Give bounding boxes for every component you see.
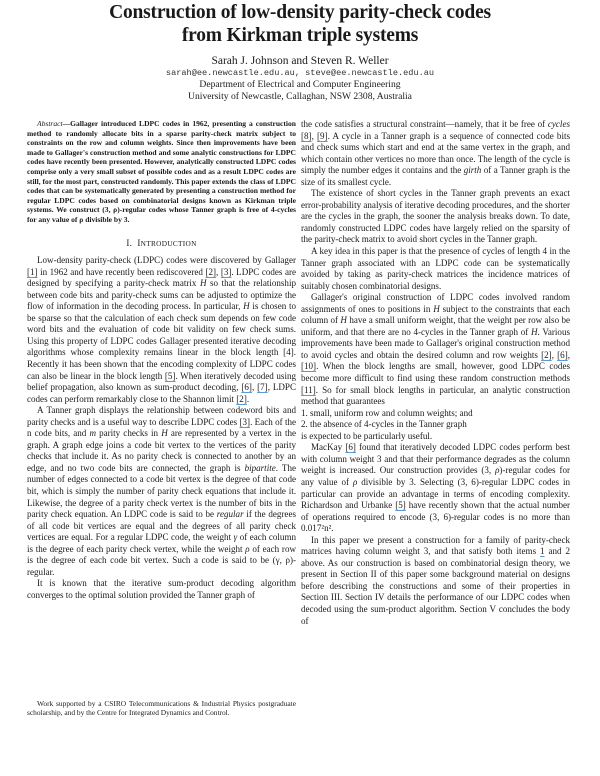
intro-paragraph-3: It is known that the iterative sum-produ… — [27, 578, 296, 600]
intro-paragraph-7: Gallager's original construction of LDPC… — [301, 292, 571, 407]
item-link[interactable]: 1 — [540, 546, 545, 557]
citation-link[interactable]: [7] — [257, 382, 268, 393]
author-emails[interactable]: sarah@ee.newcastle.edu.au, steve@ee.newc… — [165, 68, 435, 78]
abstract-label: Abstract — [37, 119, 63, 128]
intro-paragraph-2: A Tanner graph displays the relationship… — [27, 405, 297, 577]
authors: Sarah J. Johnson and Steven R. Weller — [211, 55, 389, 67]
citation-link[interactable]: [5] — [395, 500, 406, 511]
paper-header: Construction of low-density parity-check… — [0, 0, 600, 103]
citation-link[interactable]: [9] — [317, 130, 328, 141]
citation-link[interactable]: [3] — [220, 266, 232, 277]
intro-paragraph-6: A key idea in this paper is that the pre… — [301, 246, 570, 291]
citation-link[interactable]: [2] — [205, 266, 217, 277]
citation-link[interactable]: [6] — [241, 382, 252, 393]
citation-link[interactable]: [2] — [236, 393, 247, 404]
list-item: 1. small, uniform row and column weights… — [301, 407, 473, 418]
citation-link[interactable]: [8] — [301, 130, 312, 141]
paper-title: Construction of low-density parity-check… — [109, 2, 491, 46]
university: University of Newcastle, Callaghan, NSW … — [188, 91, 412, 102]
citation-link[interactable]: [1] — [27, 266, 38, 277]
right-column: the code satisfies a structural constrai… — [301, 119, 570, 627]
footnote: Work supported by a CSIRO Telecommunicat… — [27, 699, 296, 718]
after-list-text: is expected to be particularly useful. — [301, 430, 433, 441]
intro-paragraph-8: MacKay [6] found that iteratively decode… — [301, 442, 570, 534]
citation-link[interactable]: [3] — [239, 416, 251, 427]
citation-link[interactable]: [10] — [301, 361, 317, 372]
citation-link[interactable]: [2] — [541, 349, 552, 360]
abstract: Abstract—Gallager introduced LDPC codes … — [27, 119, 296, 224]
citation-link[interactable]: [5] — [164, 370, 176, 381]
section-heading-introduction: I. INTRODUCTION — [126, 237, 197, 248]
requirements-list: 1. small, uniform row and column weights… — [301, 408, 570, 431]
left-column: Abstract—Gallager introduced LDPC codes … — [27, 119, 296, 601]
department: Department of Electrical and Computer En… — [199, 79, 401, 90]
citation-link[interactable]: [6] — [345, 442, 356, 453]
intro-paragraph-5: The existence of short cycles in the Tan… — [301, 188, 570, 245]
intro-paragraph-9: In this paper we present a construction … — [301, 534, 570, 626]
list-item: 2. the absence of 4-cycles in the Tanner… — [301, 419, 467, 430]
intro-paragraph-1: Low-density parity-check (LDPC) codes we… — [27, 255, 297, 404]
citation-link[interactable]: [6] — [557, 349, 568, 360]
intro-paragraph-4: the code satisfies a structural constrai… — [301, 119, 571, 187]
citation-link[interactable]: [11] — [301, 384, 316, 395]
